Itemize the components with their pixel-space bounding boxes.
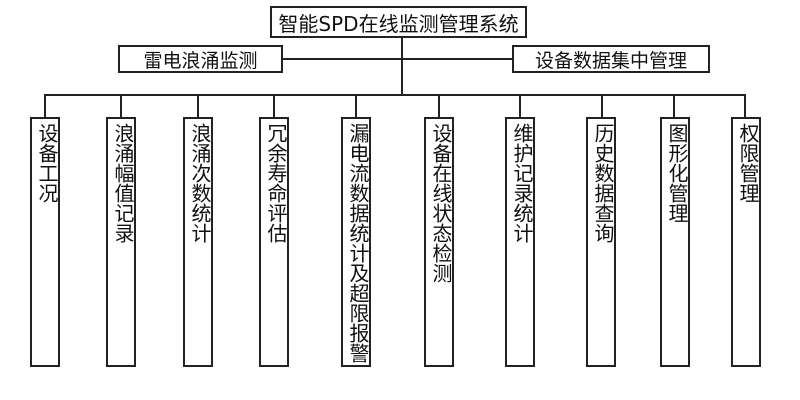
root-label: 智能SPD在线监测管理系统 <box>278 11 519 36</box>
module-drop-connector <box>519 94 521 118</box>
module-label: 设备工况 <box>35 123 59 203</box>
module-label: 历史数据查询 <box>591 123 615 243</box>
module-drop-connector <box>273 94 275 118</box>
module-node: 维护记录统计 <box>505 117 535 367</box>
module-node: 历史数据查询 <box>586 117 616 367</box>
module-label: 冗余寿命评估 <box>264 123 288 243</box>
module-label: 浪涌次数统计 <box>188 123 212 243</box>
module-label: 设备在线状态检测 <box>429 123 453 283</box>
branch-connector <box>282 58 513 60</box>
module-drop-connector <box>601 94 603 118</box>
module-node: 浪涌幅值记录 <box>106 117 136 367</box>
module-label: 图形化管理 <box>665 123 689 223</box>
module-drop-connector <box>120 94 122 118</box>
module-drop-connector <box>44 94 46 118</box>
module-label: 维护记录统计 <box>510 123 534 243</box>
module-node: 图形化管理 <box>660 117 690 367</box>
module-drop-connector <box>744 94 746 118</box>
trunk-connector <box>401 37 403 96</box>
module-drop-connector <box>673 94 675 118</box>
module-label: 权限管理 <box>736 123 760 203</box>
root-node: 智能SPD在线监测管理系统 <box>270 6 527 38</box>
module-node: 冗余寿命评估 <box>259 117 289 367</box>
module-label: 漏电流数据统计及超限报警 <box>346 123 370 363</box>
module-drop-connector <box>438 94 440 118</box>
branch-node-data-management: 设备数据集中管理 <box>512 45 710 73</box>
module-drop-connector <box>197 94 199 118</box>
module-bus-connector <box>44 94 746 96</box>
module-node: 权限管理 <box>731 117 761 367</box>
module-node: 设备工况 <box>30 117 60 367</box>
module-node: 浪涌次数统计 <box>183 117 213 367</box>
branch-label: 设备数据集中管理 <box>534 49 687 72</box>
branch-label: 雷电浪涌监测 <box>143 49 258 72</box>
branch-node-surge-monitoring: 雷电浪涌监测 <box>118 45 283 73</box>
module-node: 漏电流数据统计及超限报警 <box>341 117 371 367</box>
module-node: 设备在线状态检测 <box>424 117 454 367</box>
module-drop-connector <box>355 94 357 118</box>
module-label: 浪涌幅值记录 <box>111 123 135 243</box>
